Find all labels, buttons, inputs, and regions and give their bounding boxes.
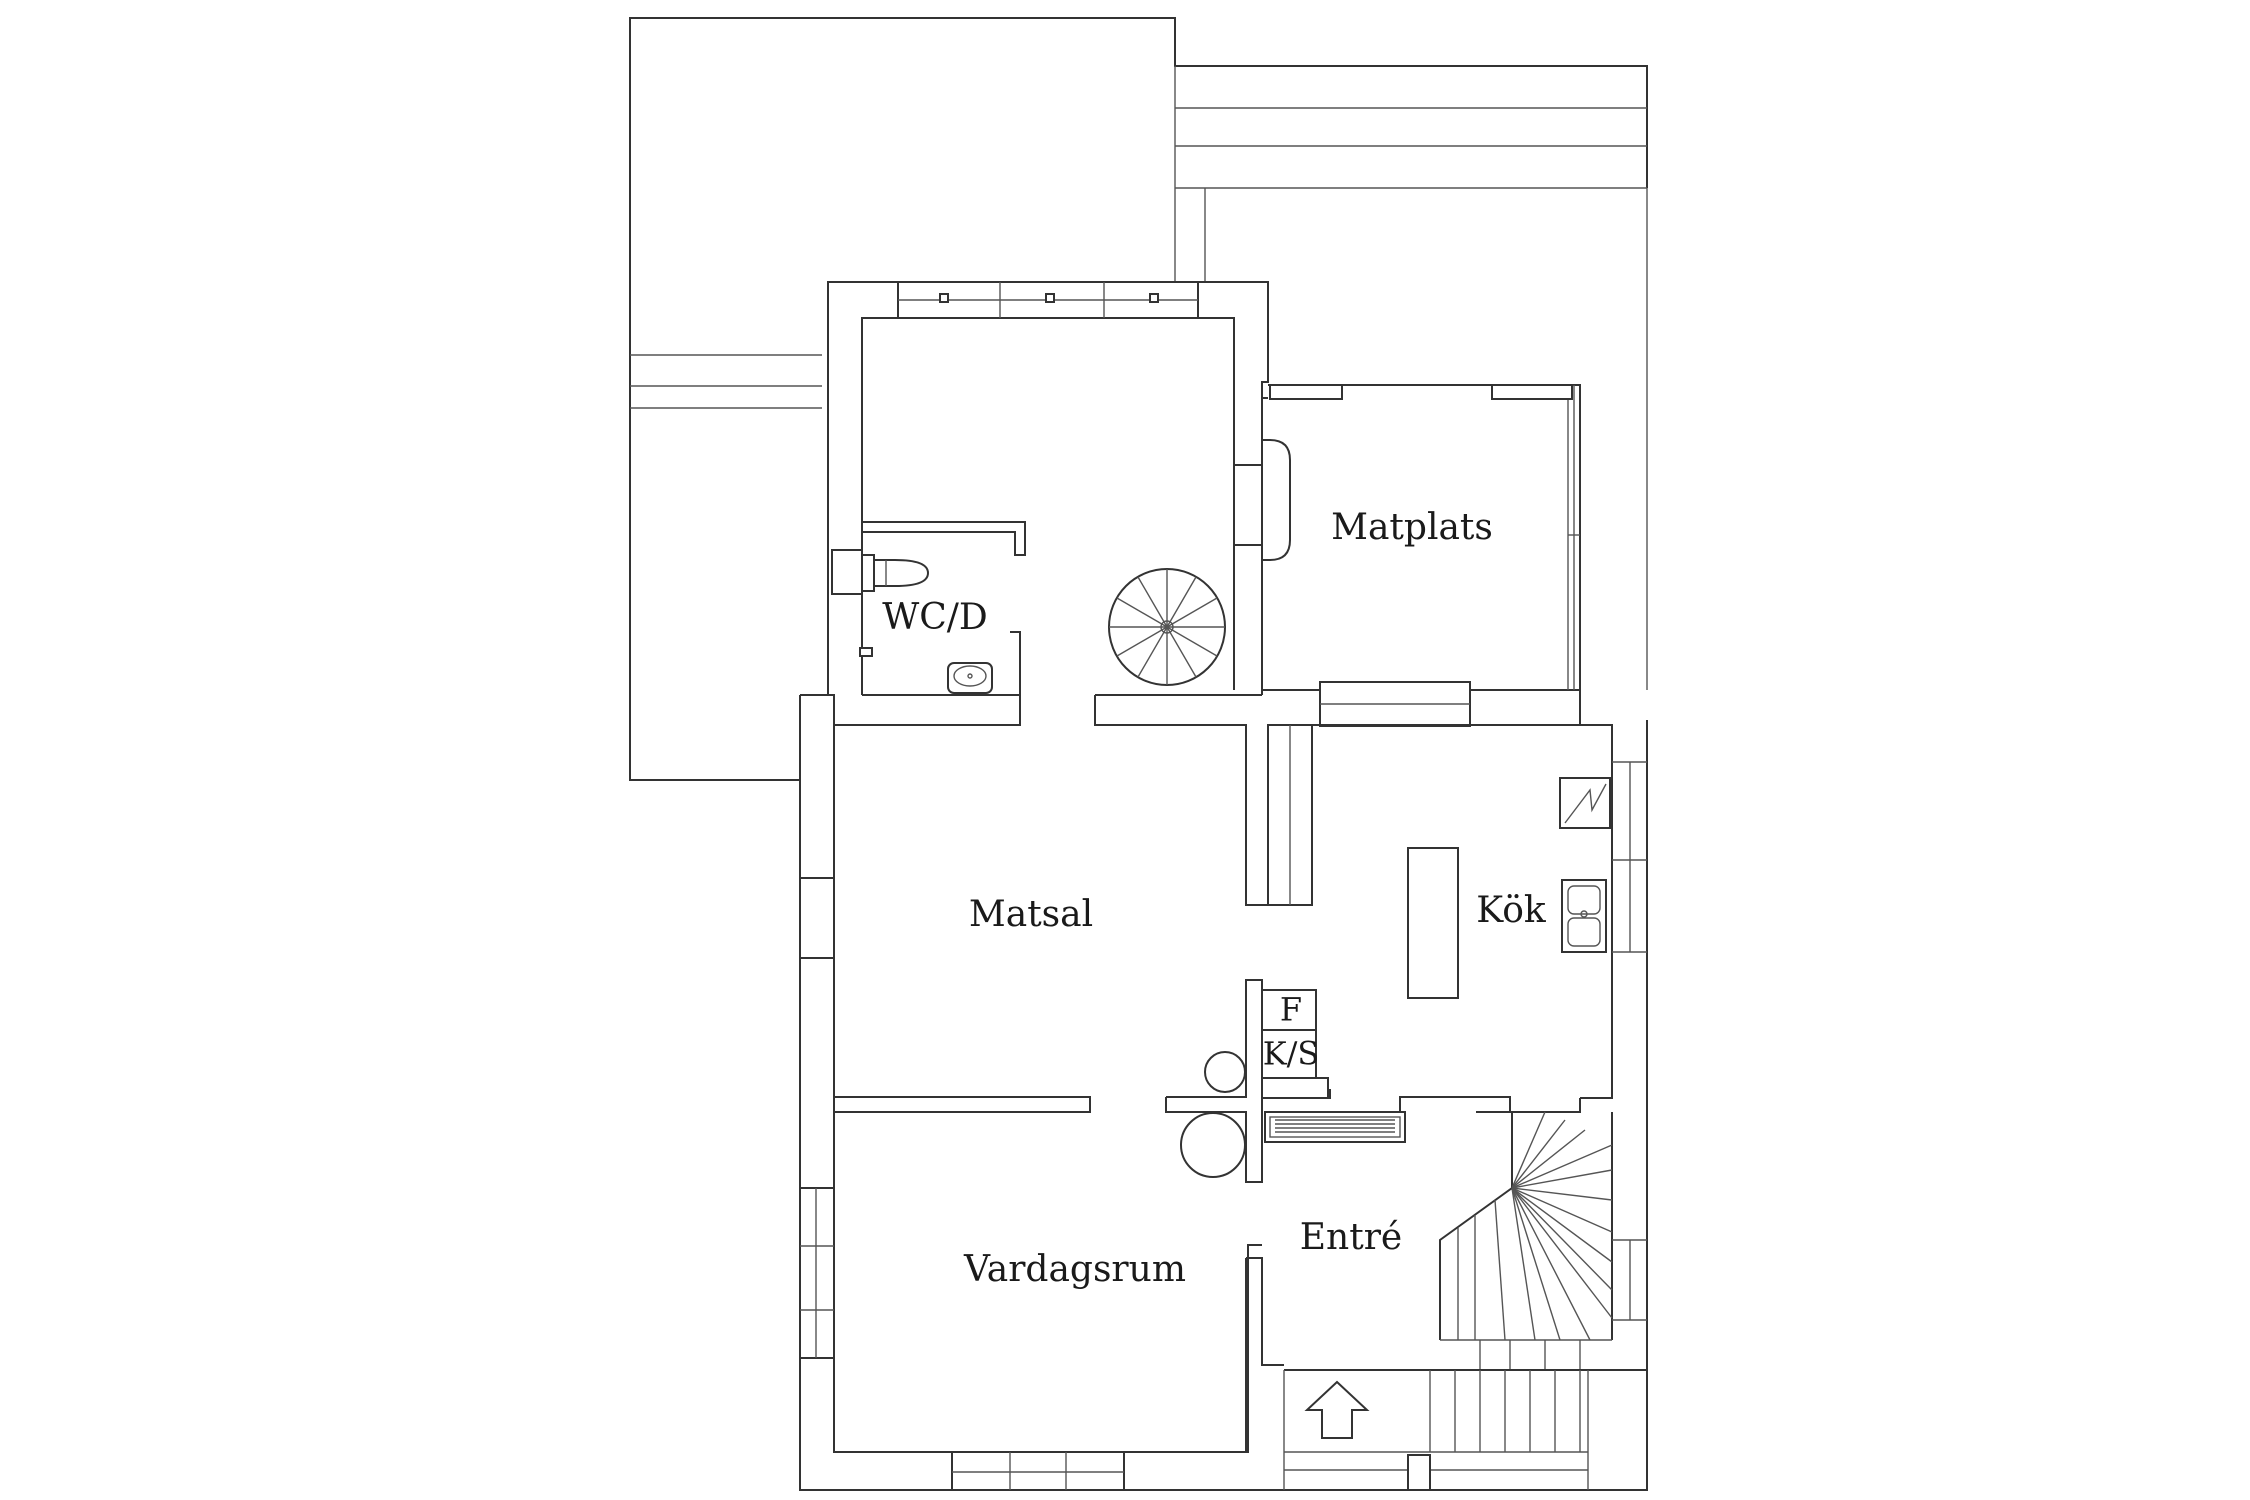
spiral-stair-icon xyxy=(1108,568,1226,686)
toilet-icon xyxy=(831,549,930,595)
entrance-arrow-icon xyxy=(1304,1380,1370,1439)
fridge-label: F xyxy=(1280,991,1302,1029)
kok-label: Kök xyxy=(1476,890,1547,931)
radiator xyxy=(1264,1111,1406,1143)
vardagsrum-label: Vardagsrum xyxy=(963,1249,1186,1290)
matsal-label: Matsal xyxy=(969,894,1093,935)
terrace-outline xyxy=(629,17,1648,781)
freezer-label: K/S xyxy=(1263,1035,1320,1073)
matplats-label: Matplats xyxy=(1331,507,1493,548)
left-windows xyxy=(799,1187,835,1359)
matplats-room xyxy=(1233,384,1581,727)
kitchen-details xyxy=(1261,761,1647,1099)
kitchen-sink-icon xyxy=(1561,879,1607,953)
bottom-windows xyxy=(951,1451,1125,1491)
interior-walls xyxy=(800,521,1613,1452)
entre-label: Entré xyxy=(1300,1217,1402,1258)
wc-label: WC/D xyxy=(882,597,988,638)
washbasin-icon xyxy=(859,647,993,694)
stove-icon xyxy=(1559,777,1611,829)
staircase xyxy=(1283,1111,1647,1491)
columns xyxy=(1180,1051,1246,1178)
outer-wall xyxy=(799,281,1648,1491)
top-windows xyxy=(897,281,1199,319)
